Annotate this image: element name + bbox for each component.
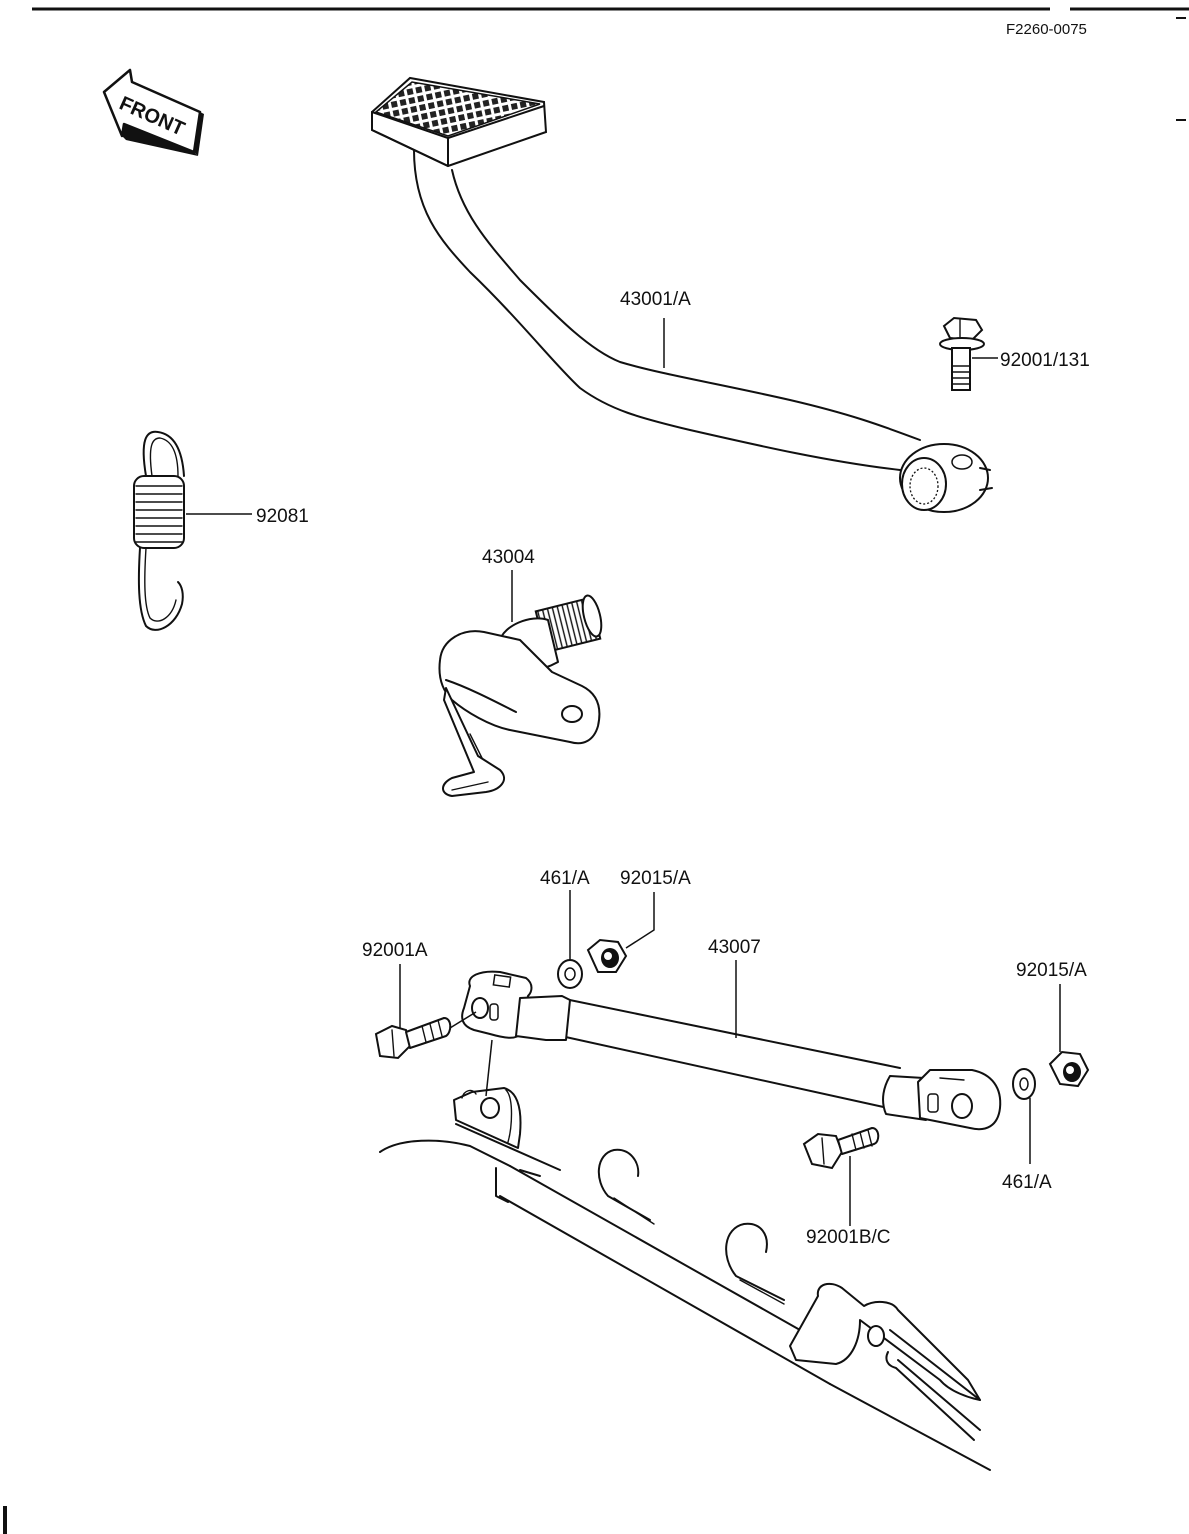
front-arrow-icon: FRONT xyxy=(102,68,204,156)
washer-icon xyxy=(1012,1068,1036,1100)
part-label-92015-a-top: 92015/A xyxy=(620,868,691,889)
part-label-92001-131: 92001/131 xyxy=(1000,350,1090,371)
brake-rod xyxy=(461,970,1002,1131)
bolt-icon xyxy=(374,1017,452,1060)
part-label-461-a-top: 461/A xyxy=(540,868,590,889)
nut-icon xyxy=(1048,1050,1090,1088)
part-label-43001-a: 43001/A xyxy=(620,289,691,310)
part-label-92081: 92081 xyxy=(256,506,309,527)
nut-icon xyxy=(586,938,628,973)
spring-icon xyxy=(133,430,185,631)
part-label-92001a: 92001A xyxy=(362,940,428,961)
part-label-43007: 43007 xyxy=(708,937,761,958)
frame xyxy=(379,1039,991,1471)
washer-icon xyxy=(557,959,583,989)
part-label-92001b-c: 92001B/C xyxy=(806,1227,891,1248)
part-label-43004: 43004 xyxy=(482,547,535,568)
bolt-icon xyxy=(939,316,985,391)
part-label-461-a-right: 461/A xyxy=(1002,1172,1052,1193)
page-border-marks xyxy=(3,7,1189,1534)
bolt-icon xyxy=(802,1127,880,1170)
part-label-92015-a-right: 92015/A xyxy=(1016,960,1087,981)
reference-code: F2260-0075 xyxy=(1006,21,1087,38)
brake-pedal xyxy=(371,76,993,513)
brake-shaft xyxy=(438,594,603,797)
